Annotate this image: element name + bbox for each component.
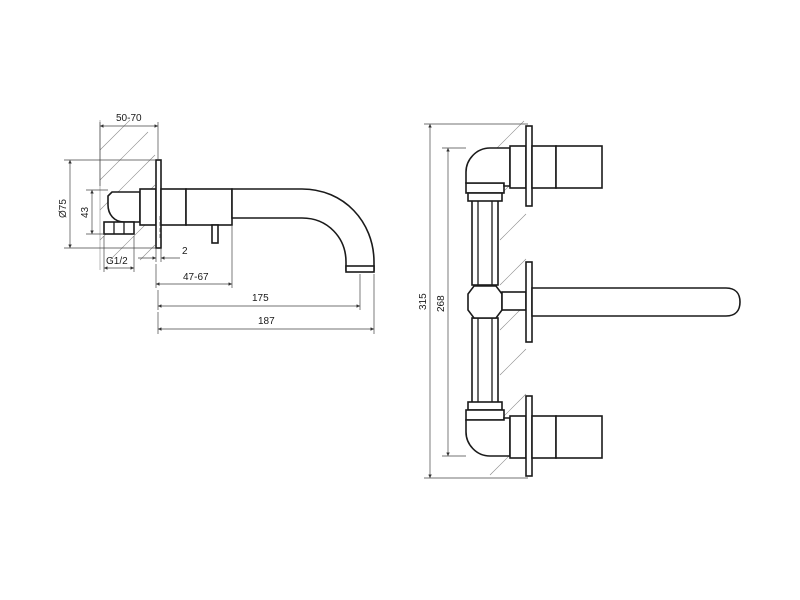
dim-thread-label: G1/2 <box>106 256 128 267</box>
dim-rosette-dia-label: Ø75 <box>58 199 69 218</box>
dim-height: 43 <box>80 189 108 235</box>
connecting-pipe <box>465 182 505 421</box>
dim-spout-reach: 175 <box>157 274 361 310</box>
front-view: 315 268 <box>418 120 741 479</box>
dim-total-reach-label: 187 <box>258 316 275 327</box>
spout <box>231 188 375 271</box>
dim-thread: G1/2 <box>103 236 135 272</box>
dim-handle-offset-label: 47-67 <box>183 272 209 283</box>
dim-wall-depth: 50-70 <box>99 113 159 186</box>
dim-wall-depth-label: 50-70 <box>116 113 142 124</box>
lower-handle <box>465 395 603 477</box>
dim-height-label: 43 <box>80 206 91 218</box>
dim-total-height: 315 <box>418 123 528 479</box>
dim-total-height-label: 315 <box>418 293 429 310</box>
dim-handle-spacing-label: 268 <box>436 295 447 312</box>
dim-rosette-gap-label: 2 <box>182 246 188 257</box>
dim-handle-offset: 47-67 <box>155 226 233 288</box>
inlet-elbow <box>103 188 157 235</box>
front-spout <box>501 261 741 343</box>
dim-total-reach: 187 <box>157 274 375 334</box>
dim-handle-spacing: 268 <box>436 147 466 457</box>
dim-rosette-gap: 2 <box>138 246 188 262</box>
upper-handle <box>465 125 603 207</box>
dim-spout-reach-label: 175 <box>252 293 269 304</box>
dim-rosette-dia: Ø75 <box>58 159 156 249</box>
mixer-body <box>160 188 233 244</box>
side-view: 50-70 Ø75 43 G1/2 2 <box>58 113 375 334</box>
